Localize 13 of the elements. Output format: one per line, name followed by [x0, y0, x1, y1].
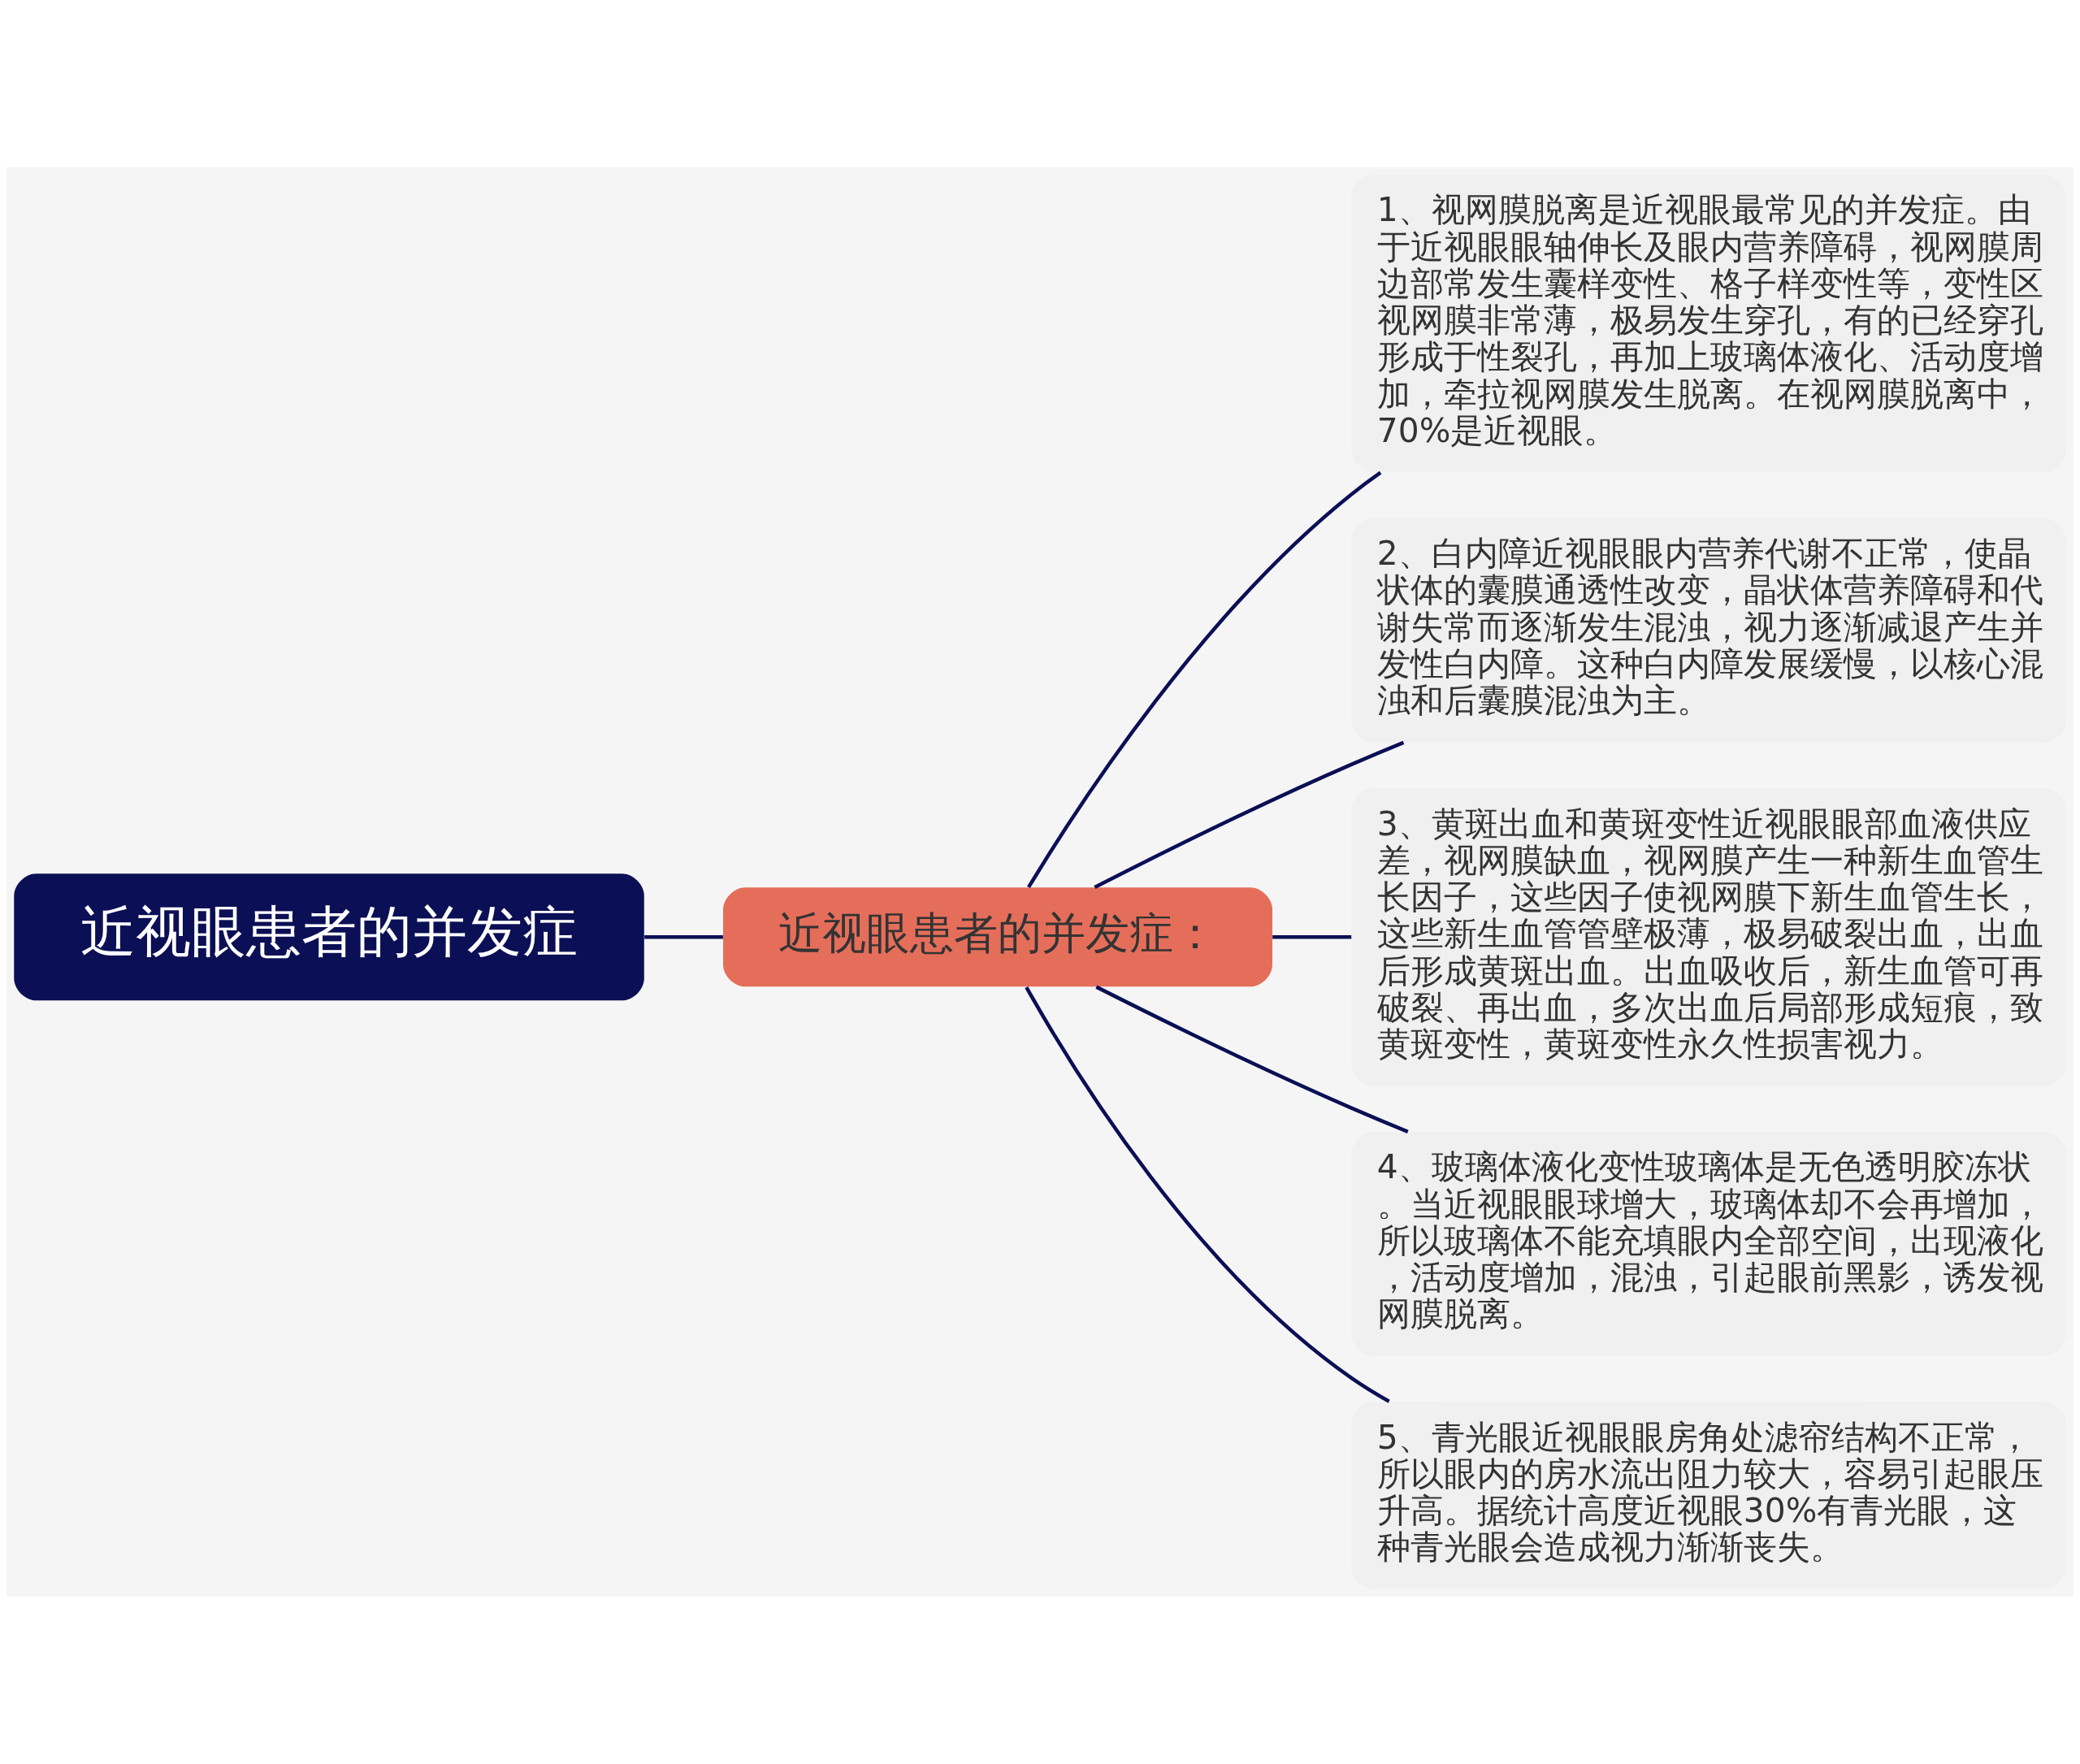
connector: [1094, 740, 1405, 890]
connector: [644, 935, 723, 939]
connector: [1027, 470, 1382, 889]
node-text: 1、视网膜脱离是近视眼最常见的并发症。由于近视眼眼轴伸长及眼内营养障碍，视网膜周边部常发生囊样变性、格子样变性等，变性区视网膜非常薄，极易发生穿孔，有的已经穿孔形成于性裂孔，再加上玻璃体液化、活动度增加，牵拉视网膜发生脱离。在视网膜脱离中，70%是近视眼。: [1376, 190, 2043, 450]
connector: [1025, 986, 1390, 1403]
node-text: 4、玻璃体液化变性玻璃体是无色透明胶冻状。当近视眼眼球增大，玻璃体却不会再增加，所以玻璃体不能充填眼内全部空间，出现液化，活动度增加，混浊，引起眼前黑影，诱发视网膜脱离。: [1376, 1147, 2043, 1334]
node-text: 5、青光眼近视眼眼房角处滤帘结构不正常，所以眼内的房水流出阻力较大，容易引起眼压升高。据统计高度近视眼30%有青光眼，这种青光眼会造成视力渐渐丧失。: [1376, 1417, 2043, 1567]
node-box: 近视眼患者的并发症：: [723, 887, 1272, 987]
node-box: 近视眼患者的并发症: [14, 873, 644, 1001]
node-text: 2、白内障近视眼眼内营养代谢不正常，使晶状体的囊膜通透性改变，晶状体营养障碍和代谢失常而逐渐发生混浊，视力逐渐减退产生并发性白内障。这种白内障发展缓慢，以核心混浊和后囊膜混浊为主。: [1376, 534, 2043, 721]
connector: [1272, 935, 1352, 939]
connector: [1095, 985, 1409, 1133]
node-text: 3、黄斑出血和黄斑变性近视眼眼部血液供应差，视网膜缺血，视网膜产生一种新生血管生长因子，这些因子使视网膜下新生血管生长，这些新生血管管壁极薄，极易破裂出血，出血后形成黄斑出血。出血吸收后，新生血管可再破裂、再出血，多次出血后局部形成短痕，致黄斑变性，黄斑变性永久性损害视力。: [1376, 804, 2043, 1064]
